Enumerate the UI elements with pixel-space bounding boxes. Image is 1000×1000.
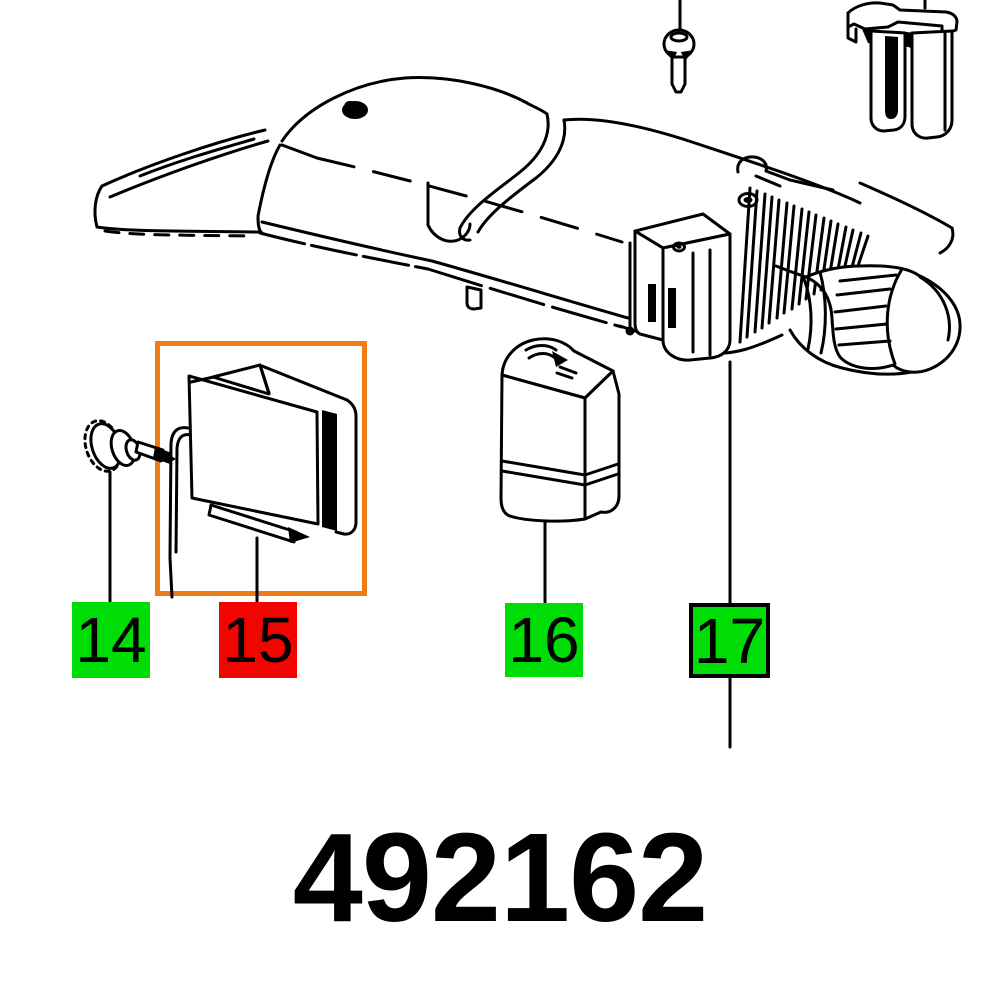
window-drawing[interactable]	[168, 363, 358, 599]
selected-part-highlight-box[interactable]	[155, 341, 367, 596]
callout-15-selected[interactable]: 15	[219, 602, 297, 678]
mounting-bracket	[633, 212, 732, 362]
slider-drawing	[499, 337, 621, 523]
housing-drawing	[93, 76, 962, 376]
ventilation-ribs	[738, 186, 870, 344]
thumbscrew-drawing	[83, 419, 176, 473]
callout-14[interactable]: 14	[72, 602, 150, 678]
screw-drawing	[662, 0, 696, 94]
callout-16[interactable]: 16	[505, 603, 583, 677]
clip-drawing	[846, 0, 959, 140]
screw-hole-icon	[342, 101, 368, 119]
knob	[774, 264, 962, 376]
leader-lines	[108, 360, 732, 749]
callout-17[interactable]: 17	[689, 603, 770, 678]
part-number: 492162	[292, 807, 708, 948]
